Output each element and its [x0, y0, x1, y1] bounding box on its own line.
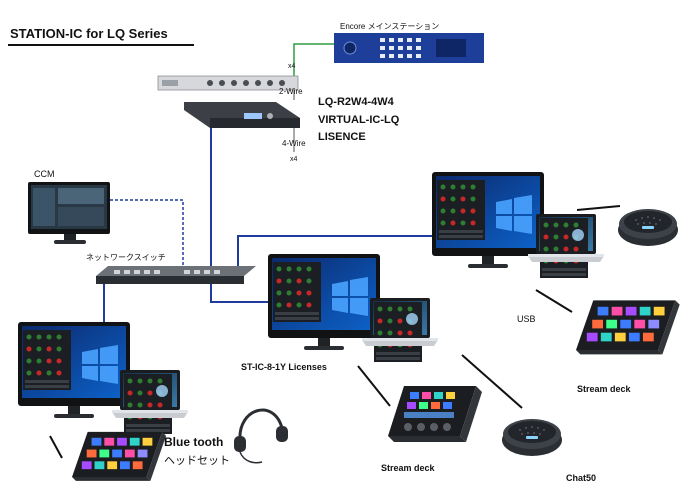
- bluetooth-headset: [234, 408, 288, 464]
- four-wire-label: 4-Wire: [282, 139, 306, 148]
- network-switch-label: ネットワークスイッチ: [86, 253, 166, 262]
- headset-label: ヘッドセット: [164, 455, 230, 467]
- ccm-link: [110, 199, 184, 268]
- lq-model-label: LQ-R2W4-4W4: [318, 96, 394, 108]
- usb-cables: [49, 205, 621, 459]
- st-ic-licenses-label: ST-IC-8-1Y Licenses: [241, 362, 327, 372]
- network-switch: [96, 266, 256, 284]
- laptop-right: [528, 214, 604, 278]
- stream-deck-right: [576, 300, 680, 355]
- ccm-monitor: [28, 182, 110, 244]
- speakerphone-right: [618, 209, 678, 246]
- lq-2wire-rack-unit: [157, 75, 299, 91]
- stream-deck-left: [72, 431, 167, 481]
- encore-label: Encore メインステーション: [340, 22, 440, 31]
- virtual-ic-label: VIRTUAL-IC-LQ: [318, 114, 400, 126]
- encore-main-station: [334, 33, 484, 63]
- ic-monitor-left: [18, 322, 130, 418]
- stream-deck-center: [388, 386, 482, 442]
- laptop-left: [112, 370, 188, 434]
- encore-link: [293, 43, 337, 76]
- lq-4wire-rack-unit: [184, 102, 300, 128]
- x4-top-label: x4: [288, 63, 296, 70]
- stream-deck-right-label: Stream deck: [577, 384, 631, 394]
- ic-monitor-right: [432, 172, 544, 268]
- laptop-center: [362, 298, 438, 362]
- chat50-label: Chat50: [566, 473, 597, 483]
- two-wire-label: 2-Wire: [279, 87, 303, 96]
- lisence-label: LISENCE: [318, 131, 366, 143]
- diagram-title: STATION-IC for LQ Series: [10, 26, 168, 41]
- chat50-speakerphone: [502, 419, 562, 456]
- stream-deck-center-label: Stream deck: [381, 463, 435, 473]
- bluetooth-label: Blue tooth: [164, 435, 224, 449]
- ccm-label: CCM: [34, 169, 55, 179]
- title-underline: [8, 44, 194, 46]
- x4-bottom-label: x4: [290, 156, 298, 163]
- usb-label: USB: [517, 314, 536, 324]
- ic-monitor-center: [268, 254, 380, 350]
